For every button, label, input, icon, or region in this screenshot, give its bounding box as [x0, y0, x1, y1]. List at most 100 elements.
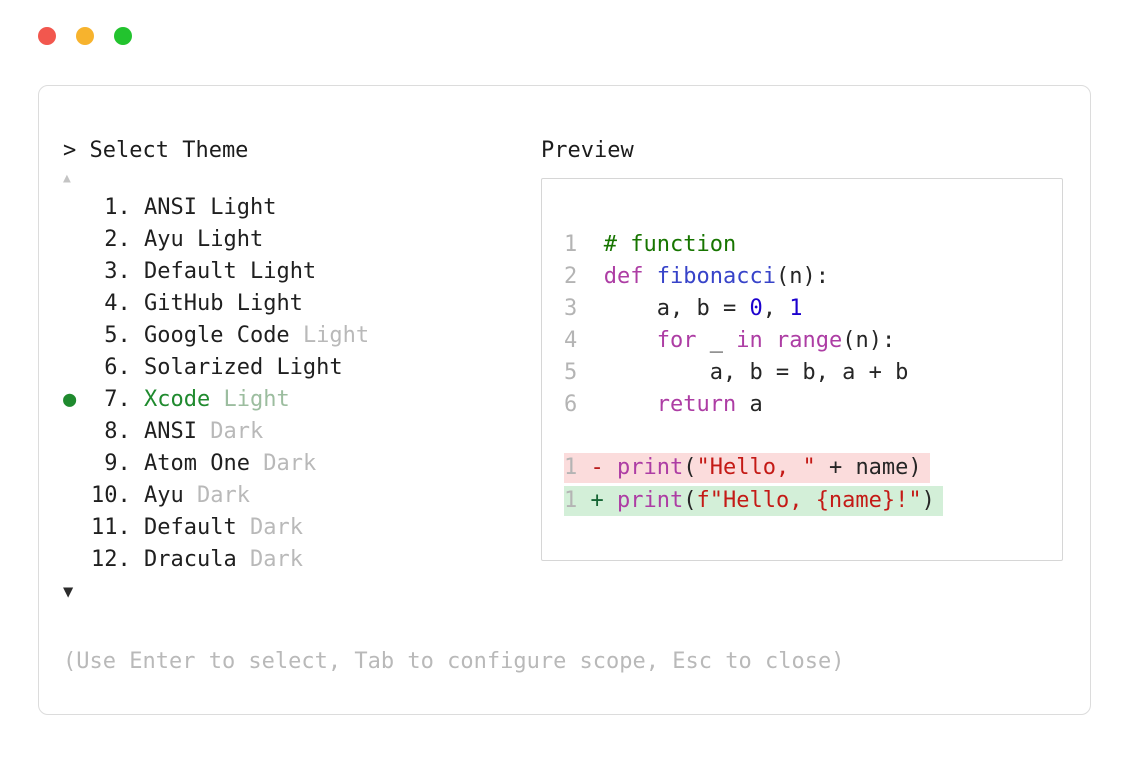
theme-item-variant: Light	[276, 355, 343, 380]
code-token: ,	[762, 296, 790, 321]
code-token: a, b =	[603, 296, 750, 321]
code-line: 2 def fibonacci(n):	[564, 261, 1040, 293]
code-token: "Hello, "	[696, 455, 816, 480]
line-number: 2	[564, 264, 604, 289]
theme-item-variant: Light	[236, 291, 303, 316]
bullet-spacer	[63, 480, 91, 512]
minimize-button[interactable]	[76, 27, 94, 45]
theme-picker-panel: > Select Theme ▲ 1. ANSI Light 2. Ayu Li…	[38, 85, 1091, 715]
theme-list-section: > Select Theme ▲ 1. ANSI Light 2. Ayu Li…	[63, 136, 541, 608]
code-token: (	[683, 488, 697, 513]
code-token: (n):	[775, 264, 829, 289]
theme-item-variant: Light	[210, 195, 277, 220]
theme-item-ansi-light[interactable]: 1. ANSI Light	[63, 192, 541, 224]
theme-item-name: ANSI	[143, 419, 211, 444]
code-token	[763, 328, 776, 353]
theme-item-name: Ayu	[143, 227, 197, 252]
theme-item-solarized-light[interactable]: 6. Solarized Light	[63, 352, 541, 384]
close-button[interactable]	[38, 27, 56, 45]
theme-item-github-light[interactable]: 4. GitHub Light	[63, 288, 541, 320]
theme-item-variant: Light	[196, 227, 264, 252]
code-token: print	[617, 455, 684, 480]
bullet-spacer	[63, 192, 91, 224]
theme-item-name: Solarized	[143, 355, 277, 380]
code-line: 5 a, b = b, a + b	[564, 357, 1040, 389]
code-line: 6 return a	[564, 389, 1040, 421]
theme-item-default-light[interactable]: 3. Default Light	[63, 256, 541, 288]
window-controls	[38, 27, 132, 45]
bullet-spacer	[63, 224, 91, 256]
preview-title: Preview	[541, 138, 634, 163]
theme-item-number: 5.	[91, 323, 144, 348]
theme-item-variant: Light	[249, 259, 317, 284]
theme-item-variant: Dark	[249, 547, 303, 572]
theme-item-number: 2.	[91, 227, 144, 252]
bullet-spacer	[63, 416, 91, 448]
code-line: 3 a, b = 0, 1	[564, 293, 1040, 325]
code-token: for	[656, 328, 697, 353]
bullet-spacer	[63, 352, 91, 384]
line-number: 4	[564, 328, 604, 353]
code-token: in	[736, 328, 763, 353]
theme-item-number: 1.	[91, 195, 144, 220]
theme-item-dracula-dark[interactable]: 12. Dracula Dark	[63, 544, 541, 576]
code-token: f"Hello, {name}!"	[696, 488, 922, 513]
theme-item-number: 6.	[91, 355, 144, 380]
code-token: a, b = b, a + b	[603, 360, 909, 385]
theme-item-name: ANSI	[143, 195, 211, 220]
theme-picker-title: > Select Theme	[63, 138, 249, 163]
code-line: 1 # function	[564, 229, 1040, 261]
theme-item-variant: Light	[302, 323, 370, 348]
diff-added-line: 1 + print(f"Hello, {name}!")	[564, 486, 943, 516]
theme-list: 1. ANSI Light 2. Ayu Light 3. Default Li…	[63, 192, 541, 576]
theme-item-name: Xcode	[143, 387, 224, 412]
theme-item-variant: Dark	[196, 483, 250, 508]
theme-item-variant: Dark	[263, 451, 317, 476]
code-token: fibonacci	[656, 264, 776, 289]
line-number: 1	[564, 232, 604, 257]
diff-removed-line: 1 - print("Hello, " + name)	[564, 453, 930, 483]
scroll-down-icon[interactable]: ▼	[63, 582, 74, 602]
bullet-spacer	[63, 544, 91, 576]
theme-item-number: 11.	[91, 515, 144, 540]
diff-block: 1 - print("Hello, " + name)1 + print(f"H…	[564, 453, 1040, 516]
zoom-button[interactable]	[114, 27, 132, 45]
code-line: 4 for _ in range(n):	[564, 325, 1040, 357]
theme-item-number: 4.	[91, 291, 144, 316]
line-number: 1	[564, 488, 591, 513]
bullet-spacer	[63, 512, 91, 544]
code-token: # function	[603, 232, 737, 257]
theme-item-name: Default	[143, 515, 250, 540]
diff-plus-sign: +	[590, 488, 617, 513]
code-token	[604, 392, 657, 417]
code-token: (n):	[842, 328, 896, 353]
code-token: )	[921, 488, 935, 513]
theme-item-number: 8.	[91, 419, 144, 444]
theme-item-number: 12.	[91, 547, 144, 572]
theme-item-ayu-light[interactable]: 2. Ayu Light	[63, 224, 541, 256]
theme-item-name: Ayu	[143, 483, 197, 508]
theme-item-xcode-light[interactable]: ● 7. Xcode Light	[63, 384, 541, 416]
theme-item-ayu-dark[interactable]: 10. Ayu Dark	[63, 480, 541, 512]
theme-item-variant: Dark	[210, 419, 264, 444]
bullet-spacer	[63, 256, 91, 288]
code-token: print	[617, 488, 684, 513]
code-token: (	[683, 455, 697, 480]
code-token: + name)	[815, 455, 922, 480]
bullet-spacer	[63, 320, 91, 352]
line-number: 1	[564, 455, 591, 480]
selected-bullet-icon: ●	[63, 387, 77, 412]
scroll-up-icon[interactable]: ▲	[63, 171, 71, 186]
theme-item-atom-one-dark[interactable]: 9. Atom One Dark	[63, 448, 541, 480]
theme-item-default-dark[interactable]: 11. Default Dark	[63, 512, 541, 544]
bullet-spacer	[63, 288, 91, 320]
theme-item-google-code-light[interactable]: 5. Google Code Light	[63, 320, 541, 352]
diff-minus-sign: -	[590, 455, 617, 480]
theme-item-name: GitHub	[143, 291, 237, 316]
theme-item-ansi-dark[interactable]: 8. ANSI Dark	[63, 416, 541, 448]
code-token: return	[656, 392, 737, 417]
line-number: 5	[564, 360, 604, 385]
theme-item-name: Dracula	[143, 547, 250, 572]
theme-item-number: 9.	[91, 451, 144, 476]
